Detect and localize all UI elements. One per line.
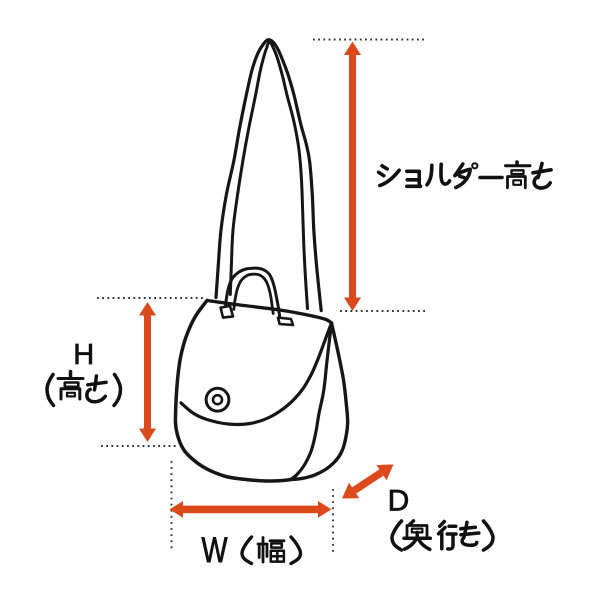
svg-text:D: D [388, 485, 410, 518]
svg-text:H: H [73, 339, 94, 371]
svg-text:W: W [202, 531, 228, 570]
